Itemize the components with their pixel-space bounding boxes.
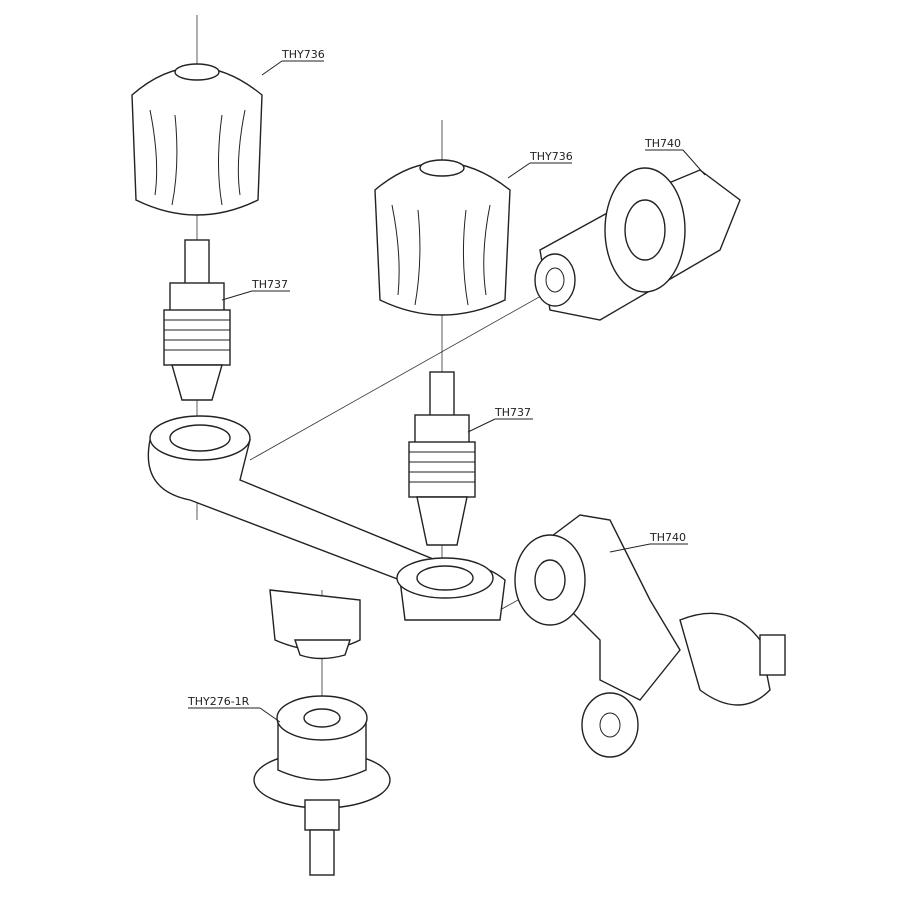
- elbow-top: [534, 167, 741, 321]
- label-text: TH740: [649, 531, 686, 544]
- knob-left: [131, 63, 263, 216]
- label-cartridge-right: TH737: [467, 406, 533, 433]
- elbow-right: [514, 514, 786, 758]
- valve-body: [147, 415, 506, 660]
- label-elbow-right: TH740: [609, 531, 688, 553]
- label-text: TH740: [644, 137, 681, 150]
- knob-right: [374, 159, 511, 316]
- label-elbow-top: TH740: [644, 137, 706, 176]
- label-text: THY736: [281, 48, 325, 61]
- label-text: THY276-1R: [187, 695, 250, 708]
- label-knob-right: THY736: [507, 150, 573, 179]
- cartridge-right: [408, 371, 476, 546]
- fitting-bottom: [253, 695, 391, 876]
- label-text: THY736: [529, 150, 573, 163]
- label-fitting-bottom: THY276-1R: [187, 695, 281, 723]
- cartridge-left: [163, 239, 231, 401]
- label-cartridge-left: TH737: [221, 278, 290, 301]
- label-text: TH737: [251, 278, 288, 291]
- label-knob-left: THY736: [261, 48, 325, 76]
- label-text: TH737: [494, 406, 531, 419]
